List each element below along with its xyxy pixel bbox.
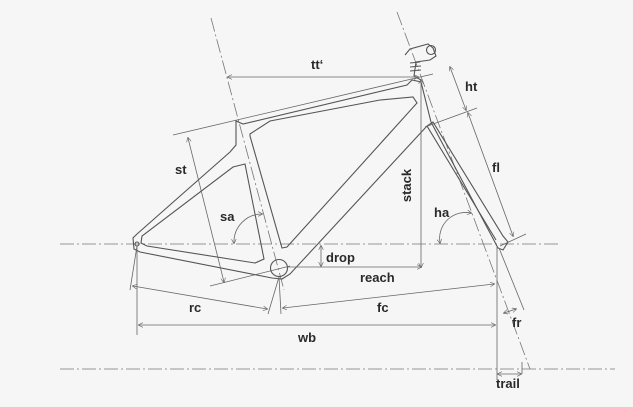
- label-fr: fr: [512, 315, 522, 330]
- label-drop: drop: [326, 250, 355, 265]
- label-stack: stack: [399, 168, 415, 203]
- frame-outline: [132, 79, 509, 280]
- label-rc: rc: [189, 300, 202, 315]
- label-fc: fc: [377, 300, 389, 315]
- rc-extension: [129, 245, 138, 291]
- ha-arc: [440, 212, 471, 243]
- stem-icon: [404, 43, 437, 81]
- label-ht: ht: [465, 79, 478, 94]
- seat-tube-axis: [210, 17, 285, 291]
- ht-extension: [424, 107, 478, 128]
- handlebar-clamp: [425, 44, 437, 56]
- label-st: st: [175, 162, 187, 177]
- label-reach: reach: [360, 270, 395, 285]
- label-wb: wb: [298, 330, 317, 345]
- fc-extension-bb: [278, 276, 282, 315]
- rc-dimension: [133, 286, 267, 309]
- st-dimension: [188, 138, 224, 282]
- label-ha: ha: [434, 205, 450, 220]
- label-fl: fl: [492, 160, 500, 175]
- rc-extension-bb: [267, 276, 280, 315]
- ht-dimension: [450, 67, 466, 110]
- fork-leg: [426, 125, 497, 241]
- fc-dimension: [283, 284, 494, 308]
- bottom-bracket: [269, 258, 289, 278]
- front-triangle-inner: [249, 96, 418, 249]
- label-sa: sa: [220, 209, 235, 224]
- fr-extension: [498, 247, 525, 311]
- fl-extension: [499, 233, 527, 247]
- sa-arc: [234, 214, 262, 243]
- steering-axis: [396, 11, 531, 370]
- fr-dimension: [504, 309, 516, 313]
- label-tt: tt‘: [311, 57, 324, 72]
- fl-dimension: [468, 113, 513, 236]
- st-extension-top: [172, 73, 434, 136]
- label-trail: trail: [496, 376, 520, 391]
